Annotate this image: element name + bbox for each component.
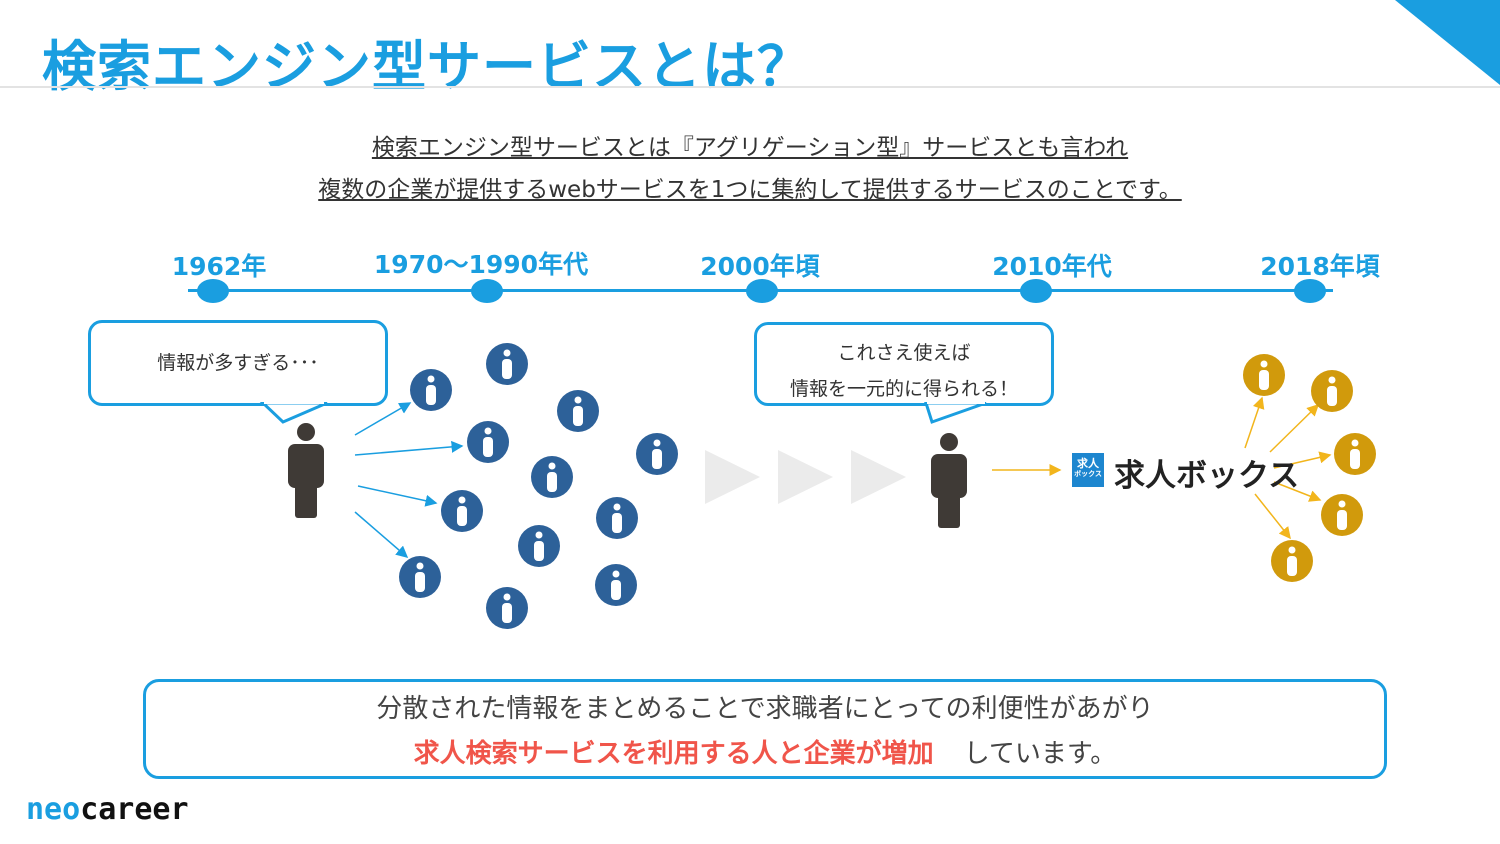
info-icon <box>486 343 528 385</box>
info-icon <box>1321 494 1363 536</box>
info-icon <box>518 525 560 567</box>
person-icon <box>931 433 967 528</box>
neocareer-logo: neocareer <box>26 792 189 827</box>
arrow-line <box>1273 481 1322 502</box>
intro-text-1: 検索エンジン型サービスとは『アグリゲーション型』サービスとも言われ <box>371 135 1129 161</box>
progress-arrow-icon <box>778 450 833 504</box>
info-icon <box>486 587 528 629</box>
corner-decoration <box>1395 0 1500 85</box>
info-icon <box>557 390 599 432</box>
title-divider <box>0 86 1500 88</box>
bubble-right-text-1: これさえ使えば <box>837 342 971 364</box>
timeline-dot <box>471 279 503 303</box>
arrow-line <box>354 402 412 436</box>
info-icon <box>595 564 637 606</box>
summary-rest: しています。 <box>963 739 1117 769</box>
speech-bubble-right: これさえ使えば情報を一元的に得られる！ <box>754 322 1054 406</box>
info-icon <box>1311 370 1353 412</box>
info-icon <box>1243 354 1285 396</box>
timeline-dot <box>1020 279 1052 303</box>
service-logo-badge: 求人ボックス <box>1072 453 1104 487</box>
intro-line-2: 複数の企業が提供するwebサービスを1つに集約して提供するサービスのことです。 <box>0 170 1500 204</box>
timeline-label-2000: 2000年頃 <box>700 252 820 281</box>
timeline-label-1962: 1962年 <box>171 252 267 281</box>
intro-text-2: 複数の企業が提供するwebサービスを1つに集約して提供するサービスのことです。 <box>318 177 1182 203</box>
info-icon <box>596 497 638 539</box>
info-icon <box>1271 540 1313 582</box>
info-icon <box>531 456 573 498</box>
service-logo-name: 求人ボックス <box>1114 458 1300 494</box>
arrow-line <box>354 440 464 456</box>
info-icon <box>1334 433 1376 475</box>
arrow-line <box>1244 396 1265 449</box>
bubble-left-tail <box>259 402 328 424</box>
info-icon <box>441 490 483 532</box>
arrow-line <box>354 511 409 558</box>
summary-box: 分散された情報をまとめることで求職者にとっての利便性があがり 求人検索サービスを… <box>143 679 1387 779</box>
bubble-right-tail <box>924 402 987 424</box>
timeline-label-1970s: 1970〜1990年代 <box>373 250 589 279</box>
timeline-label-2018: 2018年頃 <box>1260 252 1380 281</box>
info-icon <box>636 433 678 475</box>
arrow-line <box>1269 403 1320 453</box>
progress-arrow-icon <box>705 450 760 504</box>
logo-part-1: neo <box>26 792 81 827</box>
summary-highlight: 求人検索サービスを利用する人と企業が増加 <box>413 739 934 769</box>
timeline-dot <box>1294 279 1326 303</box>
summary-line-1: 分散された情報をまとめることで求職者にとっての利便性があがり <box>376 694 1154 724</box>
arrow-line <box>1273 451 1332 469</box>
timeline-label-2010s: 2010年代 <box>992 252 1112 281</box>
person-icon <box>288 423 324 518</box>
arrow-line <box>357 485 438 507</box>
progress-arrow-icon <box>851 450 906 504</box>
info-icon <box>399 556 441 598</box>
bubble-left-text: 情報が多すぎる･･･ <box>157 352 319 374</box>
intro-line-1: 検索エンジン型サービスとは『アグリゲーション型』サービスとも言われ <box>0 128 1500 162</box>
badge-text-bottom: ボックス <box>1074 470 1102 478</box>
speech-bubble-left: 情報が多すぎる･･･ <box>88 320 388 406</box>
badge-text-top: 求人 <box>1077 457 1099 470</box>
info-icon <box>410 369 452 411</box>
info-icon <box>467 421 509 463</box>
timeline-dot <box>746 279 778 303</box>
arrow-line <box>1254 493 1291 540</box>
logo-part-2: career <box>80 792 189 827</box>
bubble-right-text-2: 情報を一元的に得られる！ <box>789 378 1018 400</box>
timeline-dot <box>197 279 229 303</box>
